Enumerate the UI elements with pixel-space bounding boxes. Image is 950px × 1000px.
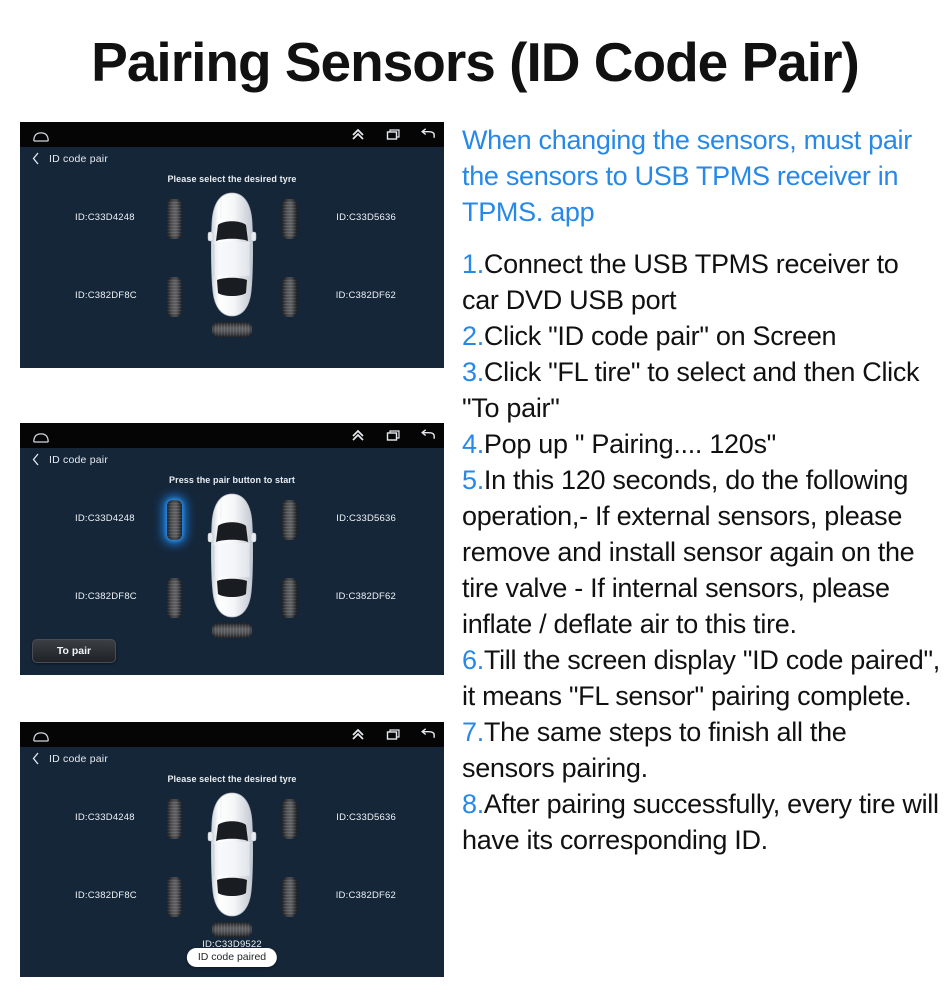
tyre-front-left[interactable] xyxy=(167,799,182,839)
home-icon[interactable] xyxy=(32,729,50,742)
screenshot-panel-select-tyre: ID code pair Please select the desired t… xyxy=(20,122,444,368)
tyre-front-left[interactable] xyxy=(167,500,182,540)
tyre-diagram: ID:C33D4248 ID:C33D5636 ID:C382DF8C ID:C… xyxy=(20,184,444,364)
id-code-paired-toast: ID code paired xyxy=(186,948,278,967)
tyre-spare[interactable] xyxy=(212,623,252,638)
instruction-step-text: Click "ID code pair" on Screen xyxy=(483,321,837,351)
screen-title: ID code pair xyxy=(49,752,109,765)
tyre-diagram: ID:C33D4248 ID:C33D5636 ID:C382DF8C ID:C… xyxy=(20,485,444,665)
instructions-intro: When changing the sensors, must pair the… xyxy=(462,125,912,227)
tyre-spare[interactable] xyxy=(212,322,252,337)
instruction-hint: Press the pair button to start xyxy=(168,475,296,485)
instruction-step-number: 7. xyxy=(462,717,484,747)
recents-icon[interactable] xyxy=(385,727,401,742)
screen-title: ID code pair xyxy=(49,152,109,165)
chevron-left-icon xyxy=(32,453,40,466)
tyre-rear-right[interactable] xyxy=(282,277,297,317)
android-status-bar xyxy=(20,423,444,448)
instruction-step: 1.Connect the USB TPMS receiver to car D… xyxy=(462,246,940,318)
instruction-step-text: Pop up " Pairing.... 120s" xyxy=(483,429,776,459)
recents-icon[interactable] xyxy=(385,127,401,142)
home-icon[interactable] xyxy=(32,430,50,443)
instruction-hint: Please select the desired tyre xyxy=(167,174,297,184)
chevron-double-up-icon[interactable] xyxy=(350,428,366,443)
id-label-rear-left: ID:C382DF8C xyxy=(75,290,137,301)
car-top-view-icon xyxy=(201,792,263,917)
screenshot-panel-press-pair: ID code pair Press the pair button to st… xyxy=(20,423,444,675)
to-pair-button[interactable]: To pair xyxy=(32,639,116,663)
back-arrow-icon[interactable] xyxy=(420,127,436,142)
instruction-step-number: 6. xyxy=(462,645,484,675)
id-label-front-right: ID:C33D5636 xyxy=(336,513,396,524)
instruction-step: 6.Till the screen display "ID code paire… xyxy=(462,642,940,714)
instruction-step-number: 2. xyxy=(462,321,484,351)
instruction-step: 3.Click "FL tire" to select and then Cli… xyxy=(462,354,940,426)
status-bar-actions xyxy=(350,127,436,142)
status-bar-actions xyxy=(350,727,436,742)
back-navigation[interactable]: ID code pair xyxy=(32,152,108,165)
tyre-diagram: ID:C33D4248 ID:C33D5636 ID:C382DF8C ID:C… xyxy=(20,784,444,964)
android-status-bar xyxy=(20,722,444,747)
car-top-view-icon xyxy=(201,493,263,618)
instruction-step-text: After pairing successfully, every tire w… xyxy=(462,789,939,855)
screen-title: ID code pair xyxy=(49,453,109,466)
id-label-front-left: ID:C33D4248 xyxy=(75,212,135,223)
tyre-rear-right[interactable] xyxy=(282,578,297,618)
back-arrow-icon[interactable] xyxy=(420,428,436,443)
android-status-bar xyxy=(20,122,444,147)
id-label-spare: ID:C33D9522 xyxy=(202,939,262,950)
instruction-step: 2.Click "ID code pair" on Screen xyxy=(462,318,940,354)
id-label-rear-left: ID:C382DF8C xyxy=(75,890,137,901)
instruction-hint: Please select the desired tyre xyxy=(167,774,297,784)
back-navigation[interactable]: ID code pair xyxy=(32,453,108,466)
chevron-left-icon xyxy=(32,752,40,765)
instruction-step-number: 4. xyxy=(462,429,484,459)
instruction-step-text: In this 120 seconds, do the following op… xyxy=(462,465,915,639)
instruction-step-text: Connect the USB TPMS receiver to car DVD… xyxy=(462,249,899,315)
instruction-step-text: Click "FL tire" to select and then Click… xyxy=(462,357,920,423)
id-label-rear-right: ID:C382DF62 xyxy=(335,591,396,602)
tyre-spare[interactable] xyxy=(212,922,252,937)
instruction-step-text: Till the screen display "ID code paired"… xyxy=(462,645,941,711)
id-label-front-right: ID:C33D5636 xyxy=(336,212,396,223)
screenshot-panel-paired: ID code pair Please select the desired t… xyxy=(20,722,444,977)
car-top-view-icon xyxy=(201,192,263,317)
page-title: Pairing Sensors (ID Code Pair) xyxy=(91,31,860,93)
tyre-front-right[interactable] xyxy=(282,500,297,540)
instruction-step-number: 8. xyxy=(462,789,484,819)
id-label-front-right: ID:C33D5636 xyxy=(336,812,396,823)
instruction-step: 4.Pop up " Pairing.... 120s" xyxy=(462,426,940,462)
instructions-column: When changing the sensors, must pair the… xyxy=(462,122,940,858)
tyre-rear-left[interactable] xyxy=(167,277,182,317)
tyre-rear-left[interactable] xyxy=(167,578,182,618)
instruction-step-number: 1. xyxy=(462,249,484,279)
tyre-front-right[interactable] xyxy=(282,199,297,239)
id-label-front-left: ID:C33D4248 xyxy=(75,812,135,823)
chevron-double-up-icon[interactable] xyxy=(350,127,366,142)
instruction-step-text: The same steps to finish all the sensors… xyxy=(462,717,847,783)
id-label-rear-right: ID:C382DF62 xyxy=(335,890,396,901)
status-bar-actions xyxy=(350,428,436,443)
tyre-rear-right[interactable] xyxy=(282,877,297,917)
instructions-steps: 1.Connect the USB TPMS receiver to car D… xyxy=(462,246,940,858)
recents-icon[interactable] xyxy=(385,428,401,443)
chevron-double-up-icon[interactable] xyxy=(350,727,366,742)
home-icon[interactable] xyxy=(32,129,50,142)
instruction-step: 5.In this 120 seconds, do the following … xyxy=(462,462,940,642)
instruction-step: 8.After pairing successfully, every tire… xyxy=(462,786,940,858)
id-label-rear-right: ID:C382DF62 xyxy=(335,290,396,301)
tyre-front-right[interactable] xyxy=(282,799,297,839)
id-label-rear-left: ID:C382DF8C xyxy=(75,591,137,602)
instruction-step: 7.The same steps to finish all the senso… xyxy=(462,714,940,786)
back-navigation[interactable]: ID code pair xyxy=(32,752,108,765)
chevron-left-icon xyxy=(32,152,40,165)
id-label-front-left: ID:C33D4248 xyxy=(75,513,135,524)
back-arrow-icon[interactable] xyxy=(420,727,436,742)
tyre-rear-left[interactable] xyxy=(167,877,182,917)
instruction-step-number: 3. xyxy=(462,357,484,387)
instruction-step-number: 5. xyxy=(462,465,484,495)
tyre-front-left[interactable] xyxy=(167,199,182,239)
